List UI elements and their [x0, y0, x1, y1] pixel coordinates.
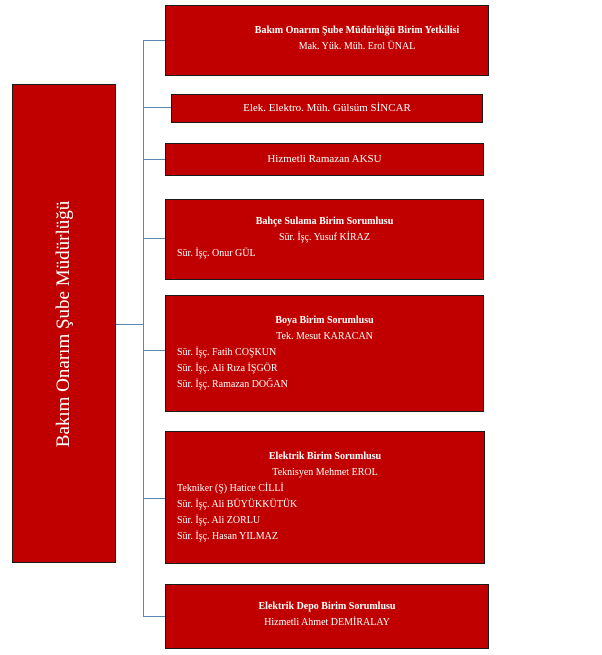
unit-head: Hizmetli Ahmet DEMİRALAY	[264, 617, 390, 628]
unit-head: Tek. Mesut KARACAN	[276, 331, 373, 342]
main-unit-label: Bakım Onarım Şube Müdürlüğü	[53, 200, 74, 447]
staff-box: Hizmetli Ramazan AKSU	[165, 143, 484, 176]
staff-name: Hizmetli Ramazan AKSU	[267, 153, 382, 165]
member: Sür. İşç. Ali Rıza İŞGÖR	[177, 363, 278, 374]
staff-box: Elek. Elektro. Müh. Gülsüm SİNCAR	[171, 94, 483, 123]
unit-box-paint: Boya Birim Sorumlusu Tek. Mesut KARACAN …	[165, 295, 484, 412]
unit-title: Elektrik Birim Sorumlusu	[268, 451, 382, 462]
unit-box-electric: Elektrik Birim Sorumlusu Teknisyen Mehme…	[165, 431, 485, 564]
unit-head: Sür. İşç. Yusuf KİRAZ	[278, 232, 370, 243]
connector-branch	[143, 616, 165, 617]
staff-name: Elek. Elektro. Müh. Gülsüm SİNCAR	[243, 102, 411, 114]
member: Tekniker (Ş) Hatice CİLLİ	[177, 483, 284, 494]
connector-branch	[143, 159, 165, 160]
member: Sür. İşç. Onur GÜL	[177, 248, 256, 259]
unit-head: Teknisyen Mehmet EROL	[272, 467, 378, 478]
connector-main	[116, 324, 143, 325]
member: Sür. İşç. Fatih COŞKUN	[177, 347, 277, 358]
unit-box-electric-depot: Elektrik Depo Birim Sorumlusu Hizmetli A…	[165, 584, 489, 649]
member: Sür. İşç. Ali ZORLU	[177, 515, 261, 526]
unit-title: Bakım Onarım Şube Müdürlüğü Birim Yetkil…	[254, 25, 460, 36]
unit-box-garden-irrigation: Bahçe Sulama Birim Sorumlusu Sür. İşç. Y…	[165, 199, 484, 280]
connector-branch	[143, 40, 165, 41]
unit-title: Elektrik Depo Birim Sorumlusu	[258, 601, 396, 612]
member: Sür. İşç. Ramazan DOĞAN	[177, 379, 288, 390]
unit-box-authority: Bakım Onarım Şube Müdürlüğü Birim Yetkil…	[165, 5, 489, 76]
connector-branch	[143, 498, 165, 499]
unit-title: Boya Birim Sorumlusu	[275, 315, 374, 326]
connector-branch	[143, 238, 165, 239]
unit-title: Bahçe Sulama Birim Sorumlusu	[255, 216, 394, 227]
connector-branch	[143, 350, 165, 351]
connector-trunk	[143, 40, 144, 617]
unit-head: Mak. Yük. Müh. Erol ÜNAL	[298, 41, 416, 52]
member: Sür. İşç. Ali BÜYÜKKÜTÜK	[177, 499, 298, 510]
connector-branch	[143, 107, 171, 108]
member: Sür. İşç. Hasan YILMAZ	[177, 531, 279, 542]
main-unit-box: Bakım Onarım Şube Müdürlüğü	[12, 84, 116, 563]
